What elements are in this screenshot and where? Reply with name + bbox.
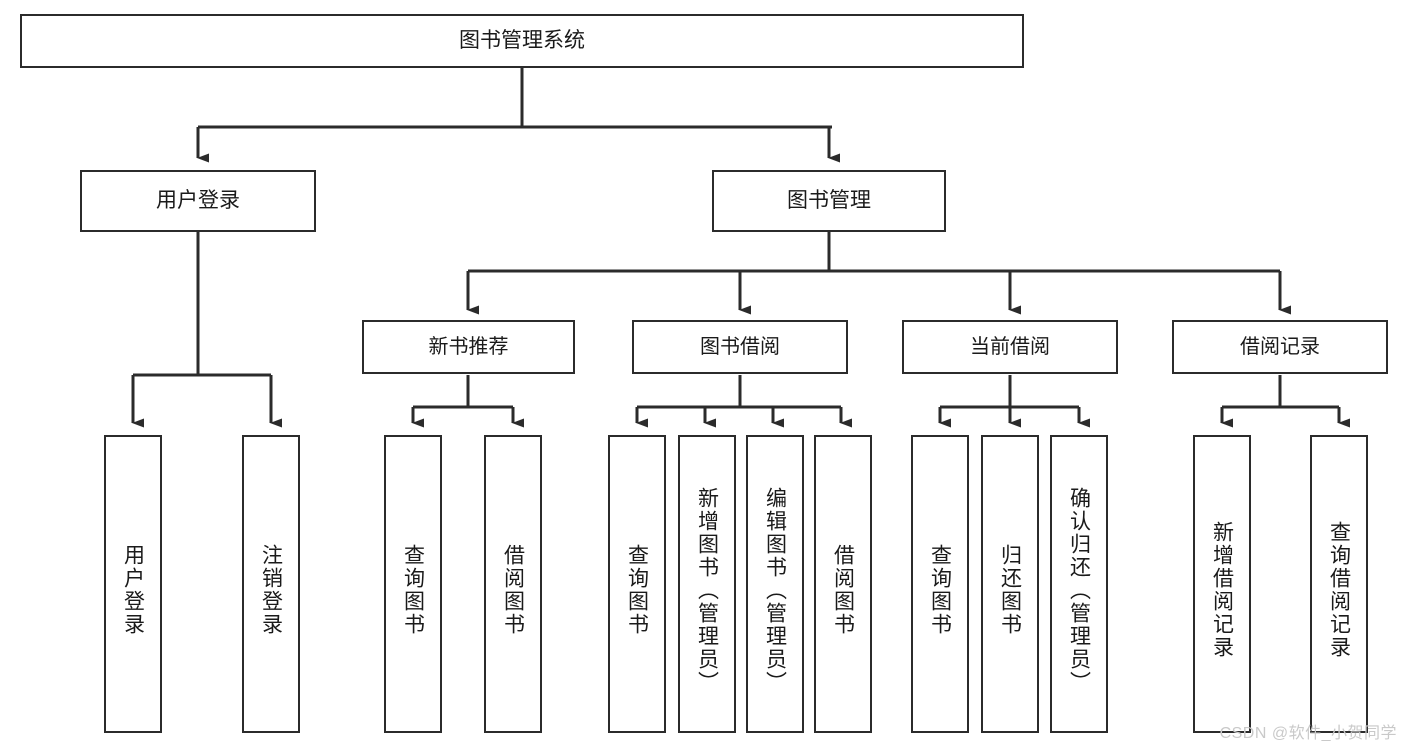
node-label: 新书推荐	[428, 335, 509, 358]
leaf-user-login[interactable]: 用户登录	[104, 435, 162, 733]
node-label: 借阅记录	[1240, 335, 1320, 358]
node-label: 图书借阅	[700, 335, 780, 358]
leaf-add-borrow-record[interactable]: 新增借阅记录	[1193, 435, 1251, 733]
node-label: 注销登录	[259, 544, 283, 636]
node-label: 新增借阅记录	[1210, 521, 1234, 659]
leaf-edit-book-admin[interactable]: 编辑图书（管理员）	[746, 435, 804, 733]
node-current-borrow[interactable]: 当前借阅	[902, 320, 1118, 374]
leaf-borrow-book[interactable]: 借阅图书	[814, 435, 872, 733]
node-borrow-record[interactable]: 借阅记录	[1172, 320, 1388, 374]
node-label: 查询图书	[401, 544, 425, 636]
leaf-user-logout[interactable]: 注销登录	[242, 435, 300, 733]
node-label: 查询借阅记录	[1327, 521, 1351, 659]
leaf-query-book-recommend[interactable]: 查询图书	[384, 435, 442, 733]
node-label: 用户登录	[121, 544, 145, 636]
node-label: 借阅图书	[501, 544, 525, 636]
node-label: 图书管理系统	[459, 28, 585, 52]
leaf-query-borrow-record[interactable]: 查询借阅记录	[1310, 435, 1368, 733]
leaf-add-book-admin[interactable]: 新增图书（管理员）	[678, 435, 736, 733]
node-label: 当前借阅	[970, 335, 1050, 358]
node-root-system[interactable]: 图书管理系统	[20, 14, 1024, 68]
leaf-borrow-book-recommend[interactable]: 借阅图书	[484, 435, 542, 733]
watermark-text: CSDN @软件_小贺同学	[1219, 725, 1397, 742]
node-label: 借阅图书	[831, 544, 855, 636]
node-label: 归还图书	[998, 544, 1022, 636]
node-book-borrow[interactable]: 图书借阅	[632, 320, 848, 374]
node-book-management[interactable]: 图书管理	[712, 170, 946, 232]
node-label: 查询图书	[625, 544, 649, 636]
node-new-book-recommend[interactable]: 新书推荐	[362, 320, 575, 374]
node-label: 图书管理	[787, 188, 871, 212]
node-label: 确认归还（管理员）	[1067, 487, 1091, 694]
node-label: 编辑图书（管理员）	[763, 487, 787, 694]
node-label: 查询图书	[928, 544, 952, 636]
leaf-query-book-current[interactable]: 查询图书	[911, 435, 969, 733]
node-user-login[interactable]: 用户登录	[80, 170, 316, 232]
leaf-return-book[interactable]: 归还图书	[981, 435, 1039, 733]
node-label: 用户登录	[156, 188, 240, 212]
leaf-confirm-return-admin[interactable]: 确认归还（管理员）	[1050, 435, 1108, 733]
leaf-query-book-borrow[interactable]: 查询图书	[608, 435, 666, 733]
node-label: 新增图书（管理员）	[695, 487, 719, 694]
